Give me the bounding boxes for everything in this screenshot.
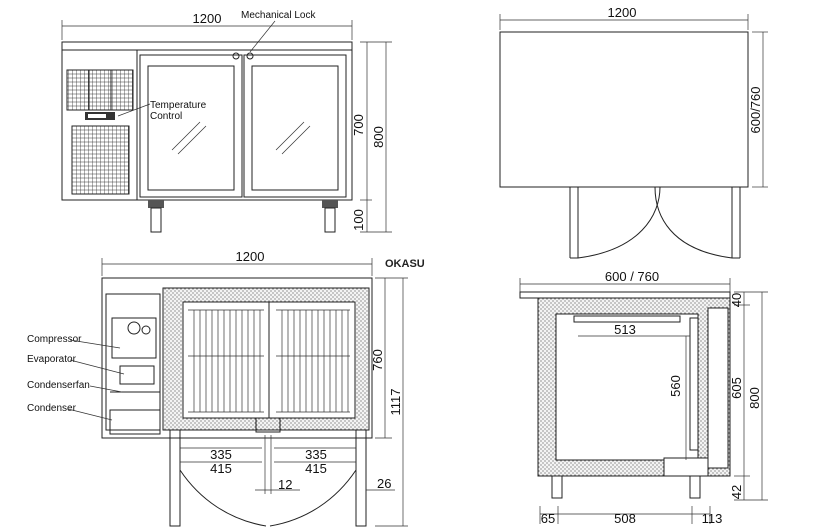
section-depth-dim: 600 / 760 [605,269,659,284]
inner-right-dim: 335 [305,447,327,462]
evaporator-label: Evaporator [27,354,77,365]
top-thickness-dim: 40 [729,293,744,307]
side-depth-dim: 600/760 [748,87,763,134]
plan-width-dim: 1200 [236,249,265,264]
bottom-mid-dim: 508 [614,511,636,526]
front-body-height-dim: 700 [351,114,366,136]
brand-logo: OKASU [385,258,425,270]
condenser-fan-label: Condenserfan [27,380,90,391]
outer-left-dim: 415 [210,461,232,476]
front-leg-height-dim: 100 [351,209,366,231]
bottom-left-dim: 65 [541,511,555,526]
section-total-height-dim: 800 [747,387,762,409]
inner-left-dim: 335 [210,447,232,462]
inner-height-dim: 560 [668,375,683,397]
compressor-label: Compressor [27,334,82,345]
outer-right-dim: 415 [305,461,327,476]
gap-dim: 12 [278,477,292,492]
front-width-dim: 1200 [193,11,222,26]
bottom-right-dim: 113 [702,511,723,526]
door-offset-dim: 26 [377,476,391,491]
leg-dim: 42 [729,485,744,499]
condenser-label: Condenser [27,403,77,414]
plan-total-depth-dim: 1117 [388,389,403,416]
front-total-height-dim: 800 [371,126,386,148]
side-width-dim: 1200 [608,5,637,20]
plan-view: 1200 OKASU [27,249,425,527]
section-view: 600 / 760 513 560 40 605 800 42 [519,269,768,526]
plan-depth-dim: 760 [370,349,385,371]
top-right-view: 1200 600/760 [499,5,768,259]
mechanical-lock-label: Mechanical Lock [241,10,316,21]
body-height-dim: 605 [729,377,744,399]
shelf-depth-dim: 513 [614,322,636,337]
